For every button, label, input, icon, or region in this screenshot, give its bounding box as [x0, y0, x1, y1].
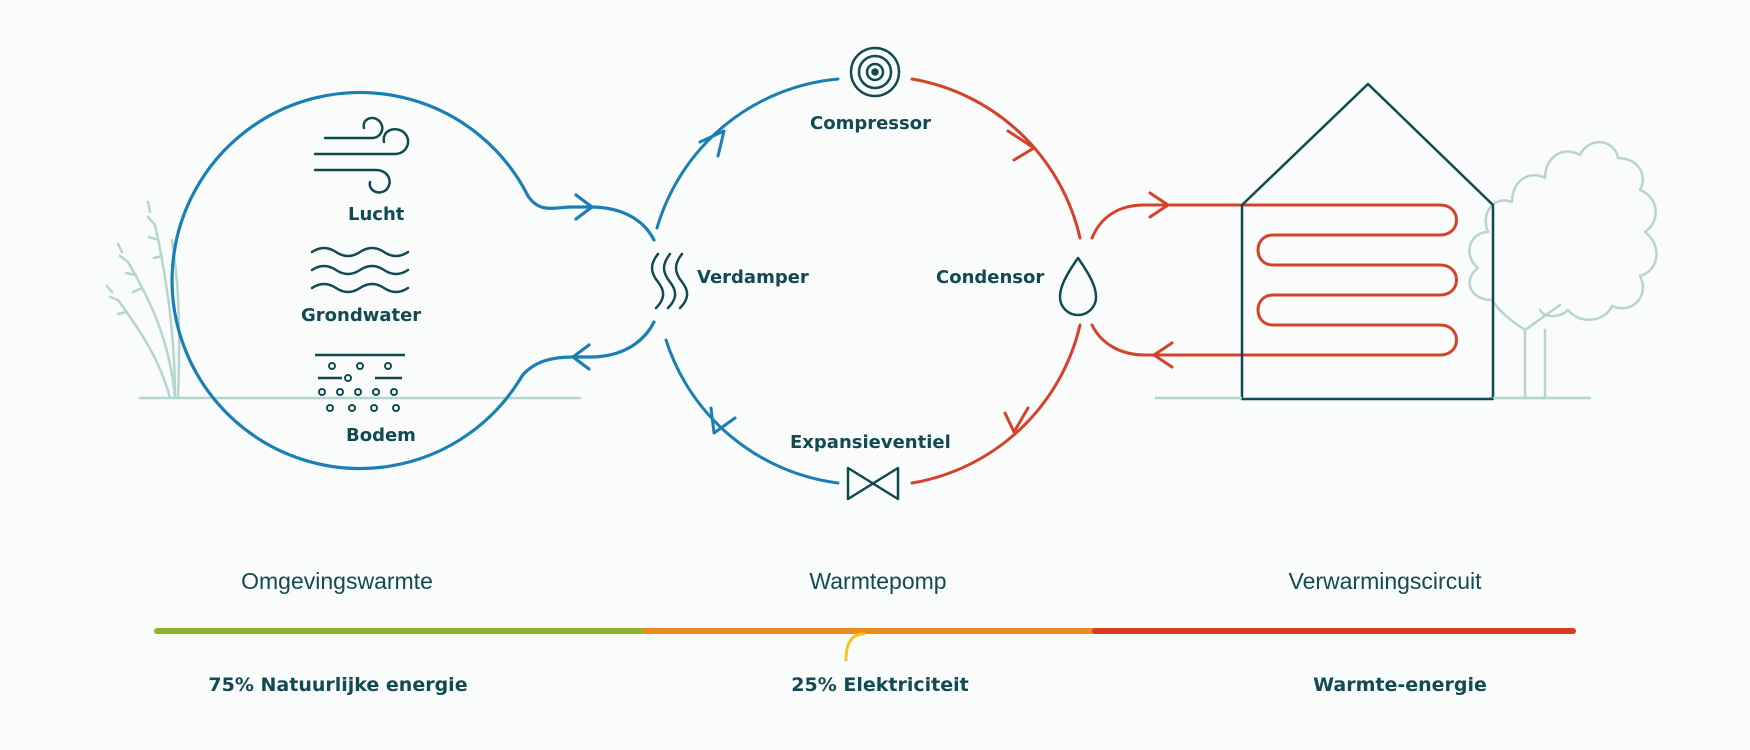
- energy-label-natural: 75% Natuurlijke energie: [208, 674, 468, 696]
- tree-icon: [1468, 140, 1658, 400]
- label-verdamper: Verdamper: [697, 267, 809, 288]
- soil-icon: [315, 353, 405, 412]
- section-title-omgevingswarmte: Omgevingswarmte: [241, 568, 433, 594]
- label-expansieventiel: Expansieventiel: [790, 432, 951, 453]
- section-title-verwarmingscircuit: Verwarmingscircuit: [1288, 568, 1482, 594]
- label-compressor: Compressor: [810, 113, 931, 134]
- compressor-icon: [849, 46, 901, 98]
- label-lucht: Lucht: [348, 204, 405, 225]
- wind-icon: [313, 116, 410, 194]
- label-bodem: Bodem: [346, 425, 416, 446]
- label-condensor: Condensor: [936, 267, 1045, 288]
- energy-label-electric: 25% Elektriciteit: [791, 674, 969, 696]
- heating-loop: [1090, 191, 1458, 369]
- label-grondwater: Grondwater: [301, 305, 422, 326]
- waves-icon: [310, 246, 410, 294]
- droplet-icon: [1058, 256, 1098, 317]
- source-loop: [170, 90, 656, 471]
- valve-icon: [846, 466, 900, 501]
- refrigerant-cycle: [655, 77, 1082, 485]
- energy-label-heat: Warmte-energie: [1313, 674, 1487, 696]
- energy-bar: [154, 628, 1576, 662]
- evaporator-icon: [650, 252, 689, 310]
- section-title-warmtepomp: Warmtepomp: [809, 568, 947, 594]
- house-icon: [1155, 82, 1590, 401]
